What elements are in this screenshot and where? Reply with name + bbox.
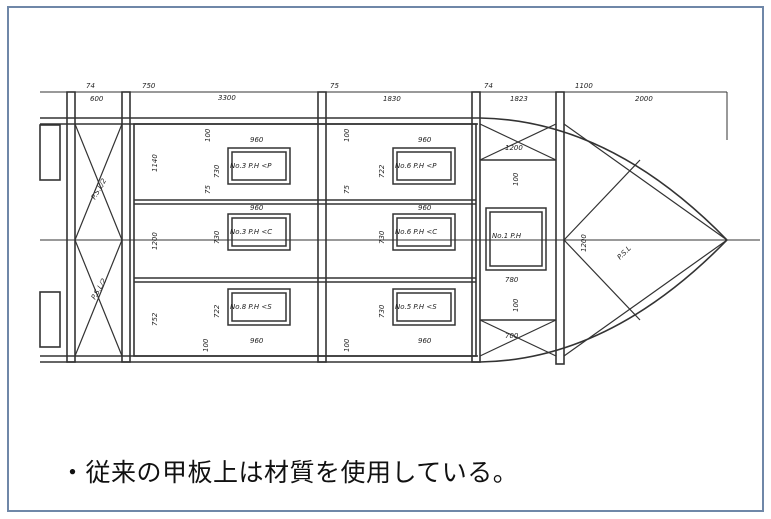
room-label: No.6 P.H <P (395, 162, 437, 170)
deck-area (133, 123, 477, 357)
dim-label: 100 (512, 172, 520, 186)
dim-label: 1200 (505, 144, 523, 152)
dim-label: 1100 (575, 82, 593, 90)
room-label: No.6 P.H <C (395, 228, 437, 236)
room-box (392, 147, 456, 185)
room-label: No.8 P.H <S (230, 303, 272, 311)
diag-label: P.S.L (616, 244, 633, 261)
dim-label: 74 (484, 82, 493, 90)
dim-label: 100 (343, 338, 351, 352)
dim-label: 960 (418, 136, 432, 144)
dim-label: 960 (418, 337, 432, 345)
dim-label: 100 (512, 298, 520, 312)
dim-label: 960 (250, 204, 264, 212)
dim-label: 100 (204, 128, 212, 142)
room-box (227, 213, 291, 251)
slide-caption: ・従来の甲板上は材質を使用している。 (60, 458, 519, 487)
dim-label: 752 (151, 312, 159, 326)
room-label: No.1 P.H (492, 232, 522, 240)
frame-column (121, 91, 131, 363)
dim-label: 722 (213, 304, 221, 318)
room-box (227, 288, 291, 326)
dim-label: 960 (250, 337, 264, 345)
diag-label: P.S.L/2 (90, 177, 109, 201)
dim-label: 730 (213, 230, 221, 244)
dim-label: 75 (330, 82, 339, 90)
dim-label: 1830 (383, 95, 401, 103)
frame-column (66, 91, 76, 363)
frame-column (555, 91, 565, 365)
dim-label: 75 (343, 185, 351, 194)
room-box (392, 288, 456, 326)
dim-label: 3300 (218, 94, 236, 102)
dim-label: 74 (86, 82, 95, 90)
dim-label: 1823 (510, 95, 528, 103)
dim-label: 75 (204, 185, 212, 194)
room-label: No.5 P.H <S (395, 303, 437, 311)
dim-label: 100 (202, 338, 210, 352)
room-box (227, 147, 291, 185)
left-panel (39, 291, 61, 348)
room-label: No.3 P.H <P (230, 162, 272, 170)
dim-label: 1200 (151, 232, 159, 250)
dim-label: 1140 (151, 154, 159, 172)
dim-label: 960 (250, 136, 264, 144)
dim-label: 700 (505, 332, 519, 340)
dim-label: 780 (505, 276, 519, 284)
room-box (392, 213, 456, 251)
dim-label: 722 (378, 164, 386, 178)
dim-label: 1200 (580, 234, 588, 252)
dim-label: 750 (142, 82, 156, 90)
dim-label: 100 (343, 128, 351, 142)
room-box (485, 207, 547, 271)
dim-label: 730 (378, 304, 386, 318)
dim-label: 600 (90, 95, 104, 103)
left-panel (39, 124, 61, 181)
slide-frame (7, 6, 764, 512)
dim-label: 730 (378, 230, 386, 244)
dim-label: 960 (418, 204, 432, 212)
room-label: No.3 P.H <C (230, 228, 272, 236)
dim-label: 2000 (635, 95, 653, 103)
frame-column (317, 91, 327, 363)
dim-label: 730 (213, 164, 221, 178)
